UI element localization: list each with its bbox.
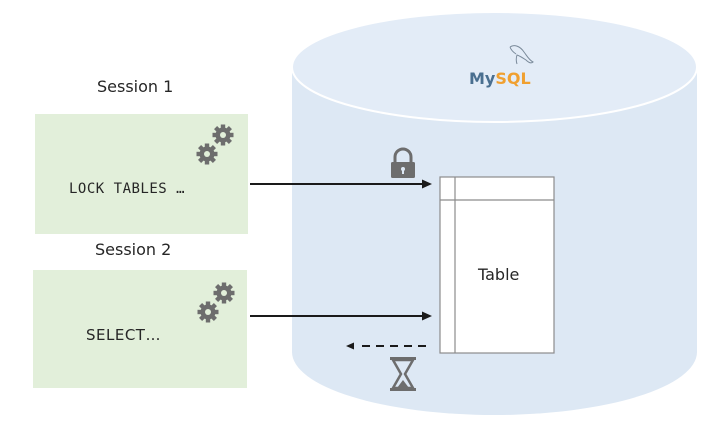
gears-icon [197, 282, 235, 323]
gears-icon [196, 124, 234, 165]
session-1-command: LOCK TABLES … [69, 181, 186, 197]
session-1-box: LOCK TABLES … [35, 114, 248, 234]
session-2-box: SELECT… [33, 270, 247, 388]
mysql-logo: MySQL [469, 69, 531, 88]
mysql-dolphin-icon [509, 45, 534, 65]
mysql-logo-sql: SQL [495, 69, 531, 88]
database-cylinder-top [291, 11, 698, 123]
session-1-label: Session 1 [97, 77, 174, 96]
blocked-response-arrow [346, 342, 426, 350]
lock-request-arrow [250, 179, 432, 189]
hourglass-icon [390, 357, 416, 391]
select-request-arrow [250, 311, 432, 321]
padlock-icon [391, 147, 415, 178]
table-box [439, 176, 555, 354]
table-label: Table [478, 265, 520, 284]
session-2-command: SELECT… [86, 326, 161, 344]
mysql-logo-my: My [469, 69, 496, 88]
session-2-label: Session 2 [95, 240, 172, 259]
